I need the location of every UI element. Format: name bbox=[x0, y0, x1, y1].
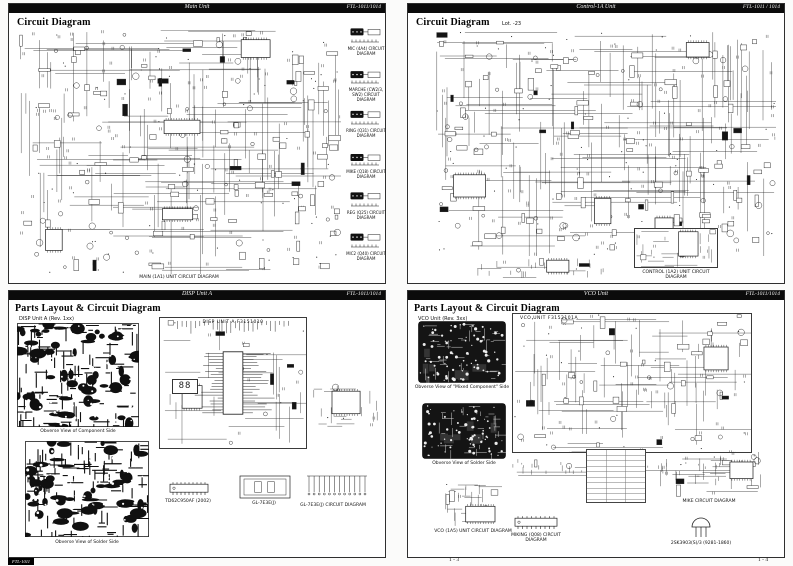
schematic-box-title: DISP UNIT A F3151010 bbox=[202, 320, 264, 325]
component-diagram-label: MIKE (Q18) CIRCUIT DIAGRAM bbox=[346, 169, 386, 179]
transistor-package-drawing bbox=[691, 517, 711, 537]
title-bar: VCO Unit FTL-1011/1014 bbox=[408, 291, 784, 300]
component-glyph-icon bbox=[350, 192, 381, 207]
pcb-caption: Obverse View of "Mixed Component" Side bbox=[414, 385, 510, 390]
lot-note: Lot. -23 bbox=[502, 21, 522, 27]
model-number: FTL-1011/1014 bbox=[346, 291, 381, 297]
panel-control-unit: Control-1A Unit FTL-1011 / 1014 Circuit … bbox=[407, 3, 785, 284]
model-number: FTL-1011/1014 bbox=[346, 4, 381, 10]
part-caption: VCO (1A5) UNIT CIRCUIT DIAGRAM bbox=[434, 529, 512, 534]
component-diagram-block: REG (Q25) CIRCUIT DIAGRAM bbox=[346, 190, 386, 230]
unit-title: Main Unit bbox=[184, 4, 210, 10]
component-diagram-block: MARCHE (CW2/3, SW2) CIRCUIT DIAGRAM bbox=[346, 67, 386, 107]
unit-revision-label: VCO Unit (Rev. 3xx) bbox=[418, 316, 468, 322]
component-glyph-icon bbox=[350, 233, 381, 248]
main-unit-schematic-drawing bbox=[19, 30, 341, 274]
component-diagram-label: MIC (4A4) CIRCUIT DIAGRAM bbox=[347, 46, 385, 56]
mike-circuit-drawing bbox=[660, 451, 761, 497]
schematic-box-title: VCO UNIT F3152101A bbox=[520, 316, 579, 321]
pcb-caption: Obverse View of Solder Side bbox=[432, 461, 496, 466]
seven-segment-display: 88 bbox=[172, 379, 198, 394]
schematic-caption: CONTROL (1A2) UNIT CIRCUIT DIAGRAM bbox=[642, 270, 710, 281]
part-caption: 2SK3903(S)/3 (9281-1860) bbox=[670, 541, 732, 546]
display-pinout-drawing bbox=[307, 475, 367, 496]
doc-footer-tag: FTL-1011 bbox=[8, 558, 34, 565]
side-diagram-column: MIC (4A4) CIRCUIT DIAGRAM MARCHE (CW2/3,… bbox=[346, 26, 386, 274]
pcb-solder-side-view bbox=[422, 403, 506, 459]
title-bar: DISP Unit A FTL-1011/1014 bbox=[9, 291, 385, 300]
disp-side-components-drawing bbox=[313, 383, 378, 427]
control-unit-schematic-drawing bbox=[436, 32, 776, 256]
component-glyph-icon bbox=[350, 28, 381, 43]
unit-title: Control-1A Unit bbox=[576, 4, 616, 10]
component-diagram-block: MIKE (Q18) CIRCUIT DIAGRAM bbox=[346, 149, 386, 189]
component-diagram-label: RING (Q31) CIRCUIT DIAGRAM bbox=[346, 128, 386, 138]
pcb-component-side-view bbox=[17, 323, 139, 427]
vco-schematic-box-drawing bbox=[512, 313, 752, 453]
component-diagram-block: MIC2 (Q40) CIRCUIT DIAGRAM bbox=[346, 231, 386, 271]
panel-disp-unit: DISP Unit A FTL-1011/1014 Parts Layout &… bbox=[8, 290, 386, 558]
pcb-caption: Obverse View of Component Side bbox=[40, 429, 116, 434]
model-number: FTL-1011 / 1014 bbox=[742, 4, 780, 10]
component-diagram-block: MIC (4A4) CIRCUIT DIAGRAM bbox=[346, 26, 386, 66]
model-number: FTL-1011/1014 bbox=[745, 291, 780, 297]
component-glyph-icon bbox=[350, 110, 381, 125]
part-caption: MIKING (Q08) CIRCUIT DIAGRAM bbox=[511, 533, 561, 544]
title-bar: Main Unit FTL-1011/1014 bbox=[9, 4, 385, 13]
component-diagram-label: MIC2 (Q40) CIRCUIT DIAGRAM bbox=[346, 251, 386, 261]
component-glyph-icon bbox=[350, 153, 381, 166]
pcb-mixed-component-side-view bbox=[418, 321, 506, 383]
schematic-caption: MAIN (1A1) UNIT CIRCUIT DIAGRAM bbox=[139, 275, 219, 280]
section-heading: Parts Layout & Circuit Diagram bbox=[15, 303, 161, 314]
control-sub-circuits-drawing bbox=[477, 258, 604, 278]
part-caption: GL-7E3E(J) CIRCUIT DIAGRAM bbox=[300, 503, 366, 508]
part-caption: TD62C950AF (2002) bbox=[165, 499, 211, 504]
led-display-module-drawing bbox=[239, 475, 291, 499]
unit-title: DISP Unit A bbox=[181, 291, 213, 297]
parts-table bbox=[586, 449, 646, 503]
component-glyph-icon bbox=[350, 71, 381, 84]
part-caption: GL-7E3E(J) bbox=[252, 501, 276, 506]
unit-revision-label: DISP Unit A (Rev. 1xx) bbox=[19, 316, 74, 322]
miking-ic-package-drawing bbox=[514, 516, 558, 529]
panel-main-unit: Main Unit FTL-1011/1014 Circuit Diagram … bbox=[8, 3, 386, 284]
section-heading: Circuit Diagram bbox=[17, 17, 91, 28]
pcb-caption: Obverse View of Solder Side bbox=[55, 540, 119, 545]
page-number-left: 1 - 3 bbox=[449, 557, 460, 563]
vco-unit-small-circuit-drawing bbox=[445, 483, 502, 526]
page-number-right: 1 - 4 bbox=[758, 557, 769, 563]
unit-title: VCO Unit bbox=[583, 291, 609, 297]
component-diagram-label: MARCHE (CW2/3, SW2) CIRCUIT DIAGRAM bbox=[348, 87, 384, 102]
driver-ic-package-drawing bbox=[169, 482, 209, 495]
sub-circuit-box-drawing bbox=[634, 228, 718, 268]
component-diagram-label: REG (Q25) CIRCUIT DIAGRAM bbox=[346, 210, 386, 220]
section-heading: Circuit Diagram bbox=[416, 17, 490, 28]
title-bar: Control-1A Unit FTL-1011 / 1014 bbox=[408, 4, 784, 13]
component-diagram-block: RING (Q31) CIRCUIT DIAGRAM bbox=[346, 108, 386, 148]
section-heading: Parts Layout & Circuit Diagram bbox=[414, 303, 560, 314]
panel-vco-unit: VCO Unit FTL-1011/1014 Parts Layout & Ci… bbox=[407, 290, 785, 558]
pcb-solder-side-view bbox=[25, 441, 149, 537]
part-caption: MIKE CIRCUIT DIAGRAM bbox=[682, 499, 736, 504]
